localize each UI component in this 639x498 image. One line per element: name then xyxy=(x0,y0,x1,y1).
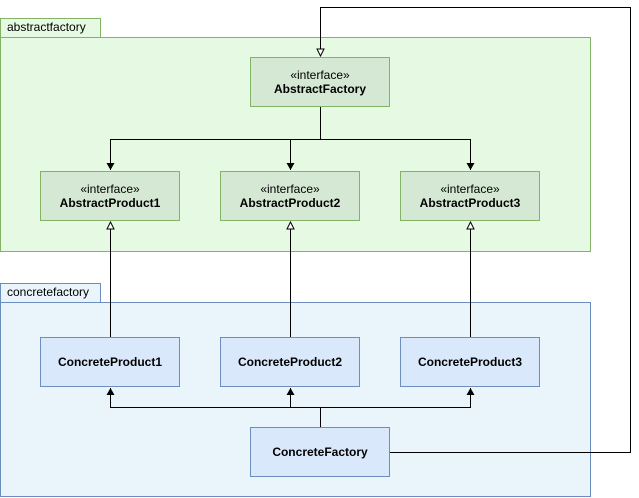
abstractfactory-package-tab: abstractfactory xyxy=(0,18,101,38)
abstractfactory-package-label: abstractfactory xyxy=(7,20,86,34)
abstract-product1-stereotype: «interface» xyxy=(80,182,140,196)
concrete-product3-name: ConcreteProduct3 xyxy=(417,355,523,369)
abstract-product1-class[interactable]: «interface» AbstractProduct1 xyxy=(40,171,180,221)
abstract-factory-name: AbstractFactory xyxy=(273,82,367,96)
abstract-product3-name: AbstractProduct3 xyxy=(419,196,521,210)
concrete-product3-class[interactable]: ConcreteProduct3 xyxy=(400,337,540,387)
concrete-product2-class[interactable]: ConcreteProduct2 xyxy=(220,337,360,387)
concrete-factory-name: ConcreteFactory xyxy=(272,445,368,459)
concrete-factory-class[interactable]: ConcreteFactory xyxy=(250,427,390,477)
concretefactory-package-tab: concretefactory xyxy=(0,283,101,303)
concrete-product2-name: ConcreteProduct2 xyxy=(237,355,343,369)
concretefactory-package-label: concretefactory xyxy=(7,285,90,299)
abstract-factory-class[interactable]: «interface» AbstractFactory xyxy=(250,57,390,107)
abstract-product1-name: AbstractProduct1 xyxy=(59,196,161,210)
concrete-product1-class[interactable]: ConcreteProduct1 xyxy=(40,337,180,387)
abstract-product3-class[interactable]: «interface» AbstractProduct3 xyxy=(400,171,540,221)
abstract-product2-stereotype: «interface» xyxy=(260,182,320,196)
concrete-product1-name: ConcreteProduct1 xyxy=(57,355,163,369)
abstract-factory-stereotype: «interface» xyxy=(290,68,350,82)
abstract-product2-class[interactable]: «interface» AbstractProduct2 xyxy=(220,171,360,221)
abstract-product2-name: AbstractProduct2 xyxy=(239,196,341,210)
abstract-product3-stereotype: «interface» xyxy=(440,182,500,196)
